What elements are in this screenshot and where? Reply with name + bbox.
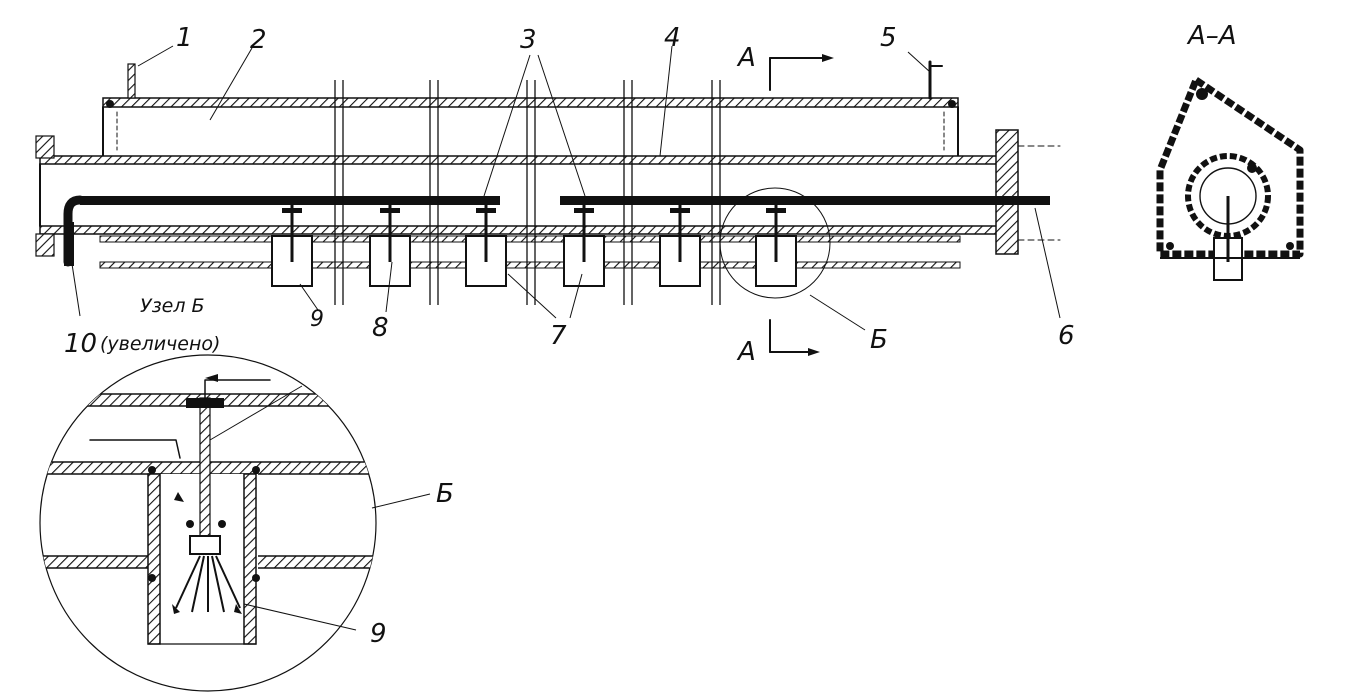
node-b-detail-label: Б xyxy=(436,479,454,509)
detail-node-b xyxy=(39,354,431,692)
main-pipe-bottom-wall xyxy=(39,225,1001,235)
inlet-nozzle xyxy=(127,63,136,99)
label-1: 1 xyxy=(176,23,193,53)
section-mark-a-bottom: А xyxy=(736,337,756,367)
label-2: 2 xyxy=(250,25,267,55)
dist-pipe-left xyxy=(80,196,500,205)
section-a-a-housing xyxy=(1156,76,1304,258)
leader-lines xyxy=(71,45,1061,331)
node-b-circle xyxy=(719,187,831,299)
support-posts xyxy=(334,80,721,305)
label-5: 5 xyxy=(880,23,897,53)
main-view xyxy=(35,45,1061,356)
detail-nozzle-tube xyxy=(199,397,211,547)
node-caption-subtitle: (увеличено) xyxy=(100,333,220,355)
label-9-detail: 9 xyxy=(370,619,387,649)
nozzle-tubes xyxy=(290,205,778,262)
section-a-a-title: А–А xyxy=(1186,21,1237,51)
lower-collector-bottom xyxy=(99,261,961,269)
nozzle-caps xyxy=(282,208,786,213)
label-6: 6 xyxy=(1058,321,1075,351)
casing-top-wall xyxy=(102,97,959,108)
label-10: 10 xyxy=(64,329,97,359)
node-b-marker: Б xyxy=(870,325,888,355)
labels: 1 2 3 4 5 6 7 8 9 9 10 А А А–А Б Б Узел … xyxy=(64,21,1237,649)
main-pipe-top-wall xyxy=(39,155,1001,165)
node-caption-title: Узел Б xyxy=(140,295,205,317)
section-mark-a-top: А xyxy=(736,43,756,73)
label-9-main: 9 xyxy=(310,307,324,332)
lower-collector-top xyxy=(99,235,961,243)
nozzle-chambers xyxy=(271,235,797,287)
section-a-a xyxy=(1156,76,1304,281)
label-4: 4 xyxy=(664,23,681,53)
right-flange xyxy=(995,129,1019,255)
dist-pipe-right xyxy=(560,196,1050,205)
label-7: 7 xyxy=(550,321,567,351)
label-3: 3 xyxy=(520,25,537,55)
label-8: 8 xyxy=(372,313,389,343)
